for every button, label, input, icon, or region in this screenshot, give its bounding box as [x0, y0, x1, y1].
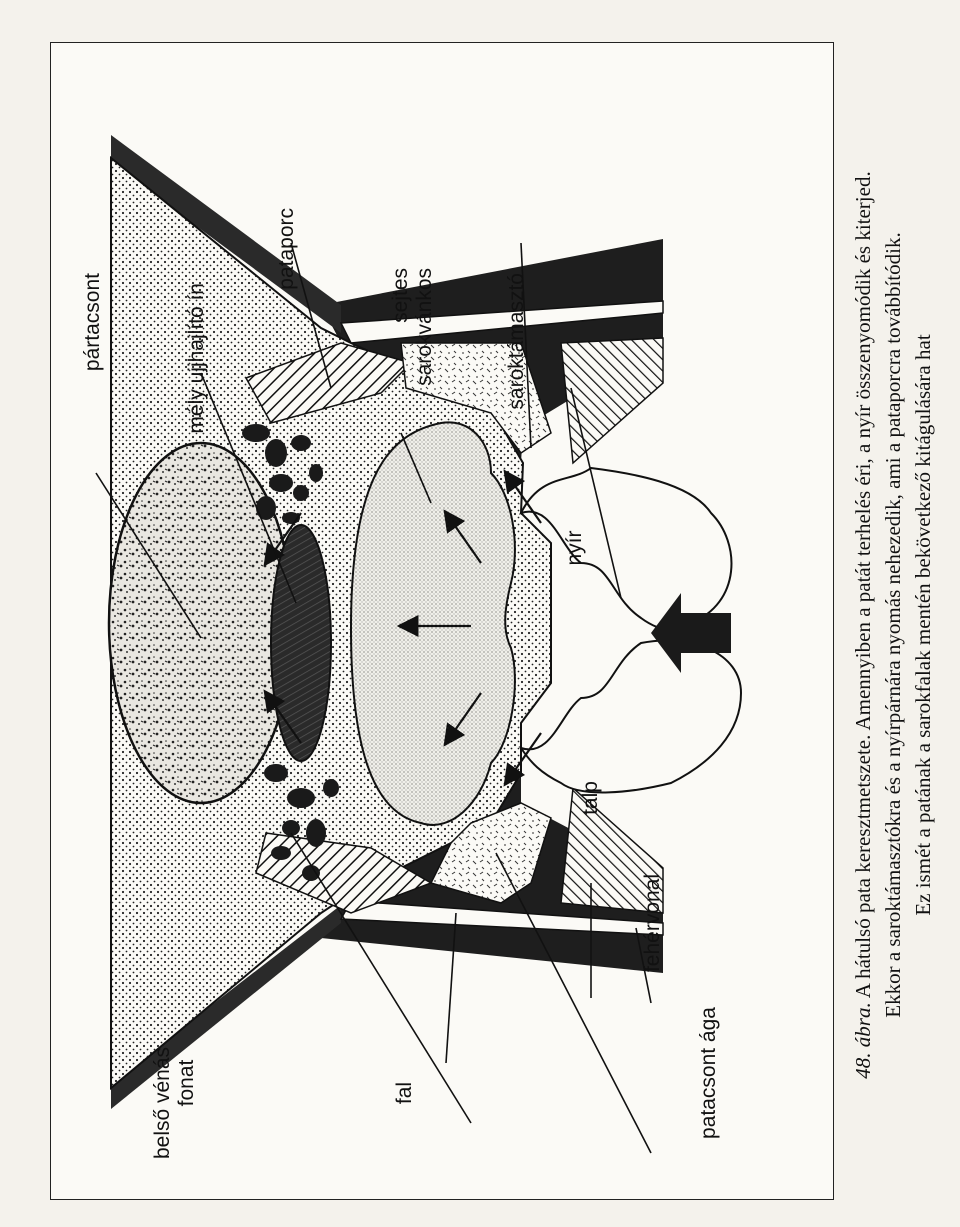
cartilage-top — [244, 342, 413, 424]
cartilage-bottom — [255, 832, 433, 914]
figure-number: 48. ábra. — [851, 1002, 875, 1079]
coffin-wing-top — [400, 342, 552, 455]
hair-bottom — [111, 905, 341, 1109]
caption-line-1: 48. ábra. A hátulsó pata keresztmetszete… — [848, 50, 878, 1200]
label-partacsont: pártacsont — [81, 273, 104, 371]
label-sejtes: sejtes — [389, 268, 412, 323]
label-talp: talp — [579, 781, 602, 815]
load-arrow — [651, 593, 731, 673]
hoof-cross-section-diagram: pártacsont mély ujjhajlító ín pataporc s… — [81, 135, 743, 1159]
figure-caption: 48. ábra. A hátulsó pata keresztmetszete… — [848, 50, 960, 1200]
venous-plexus-top — [242, 424, 323, 524]
label-sarokvankos: sarokvánkos — [413, 268, 436, 386]
label-patacsont-aga: patacsont ága — [697, 1007, 720, 1139]
caption-line-3: Ez ismét a patának a sarokfalak mentén b… — [911, 334, 935, 916]
diagram-labels: pártacsont mély ujjhajlító ín pataporc s… — [81, 208, 720, 1159]
bar-top — [560, 337, 664, 465]
label-fonat: fonat — [175, 1059, 198, 1106]
figure-frame: pártacsont mély ujjhajlító ín pataporc s… — [50, 42, 834, 1200]
label-fehervonal: fehérvonal — [641, 874, 664, 972]
label-pataporc: pataporc — [275, 208, 298, 290]
deep-flexor-tendon — [270, 524, 332, 762]
label-belso-venas: belső vénás — [151, 1047, 174, 1159]
caption-line-1-text: A hátulsó pata keresztmetszete. Amennyib… — [851, 171, 875, 1003]
white-line-bottom — [339, 900, 664, 936]
digital-cushion — [349, 421, 516, 826]
label-nyir: nyír — [563, 530, 586, 565]
white-line-top — [339, 300, 664, 344]
pressure-arrows — [263, 469, 542, 787]
hair-top — [111, 135, 341, 333]
leader-lines — [95, 242, 652, 1154]
label-saroktamaszto: saroktámasztó — [505, 273, 528, 410]
bar-bottom — [560, 786, 664, 914]
venous-plexus-bottom — [264, 764, 339, 881]
label-mely-ujjhajlito-in: mély ujjhajlító ín — [185, 283, 208, 434]
caption-line-2: Ekkor a saroktámasztókra és a nyírpárnár… — [881, 232, 905, 1018]
label-fal: fal — [393, 1082, 416, 1104]
